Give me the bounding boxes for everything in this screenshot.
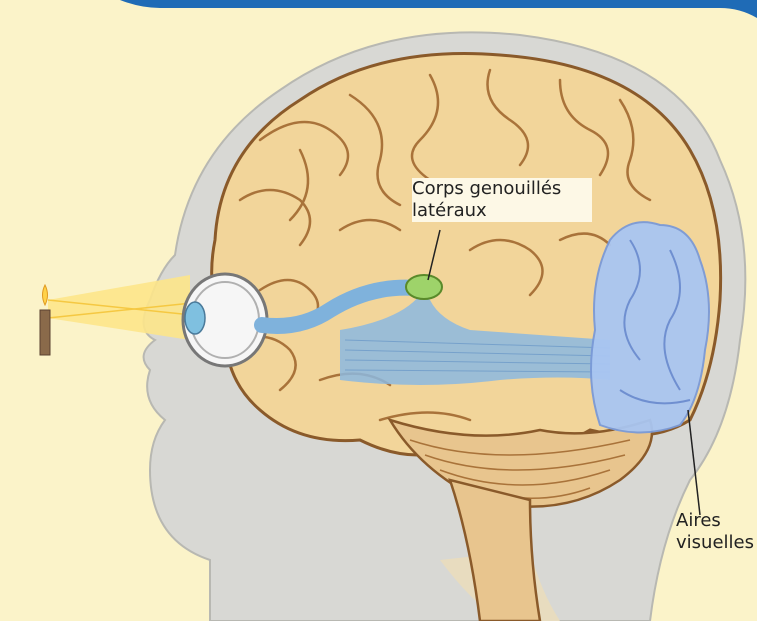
visual-cortex bbox=[591, 222, 709, 432]
eye-icon bbox=[183, 274, 267, 366]
label-corps-genouilles: Corps genouillés latéraux bbox=[412, 178, 592, 222]
lateral-geniculate-body bbox=[406, 275, 442, 299]
label-aires-visuelles: Aires visuelles bbox=[676, 510, 756, 554]
label-aires-line1: Aires bbox=[676, 510, 756, 532]
label-corps-line2: latéraux bbox=[412, 200, 592, 222]
label-corps-line1: Corps genouillés bbox=[412, 178, 592, 200]
label-aires-line2: visuelles bbox=[676, 532, 756, 554]
